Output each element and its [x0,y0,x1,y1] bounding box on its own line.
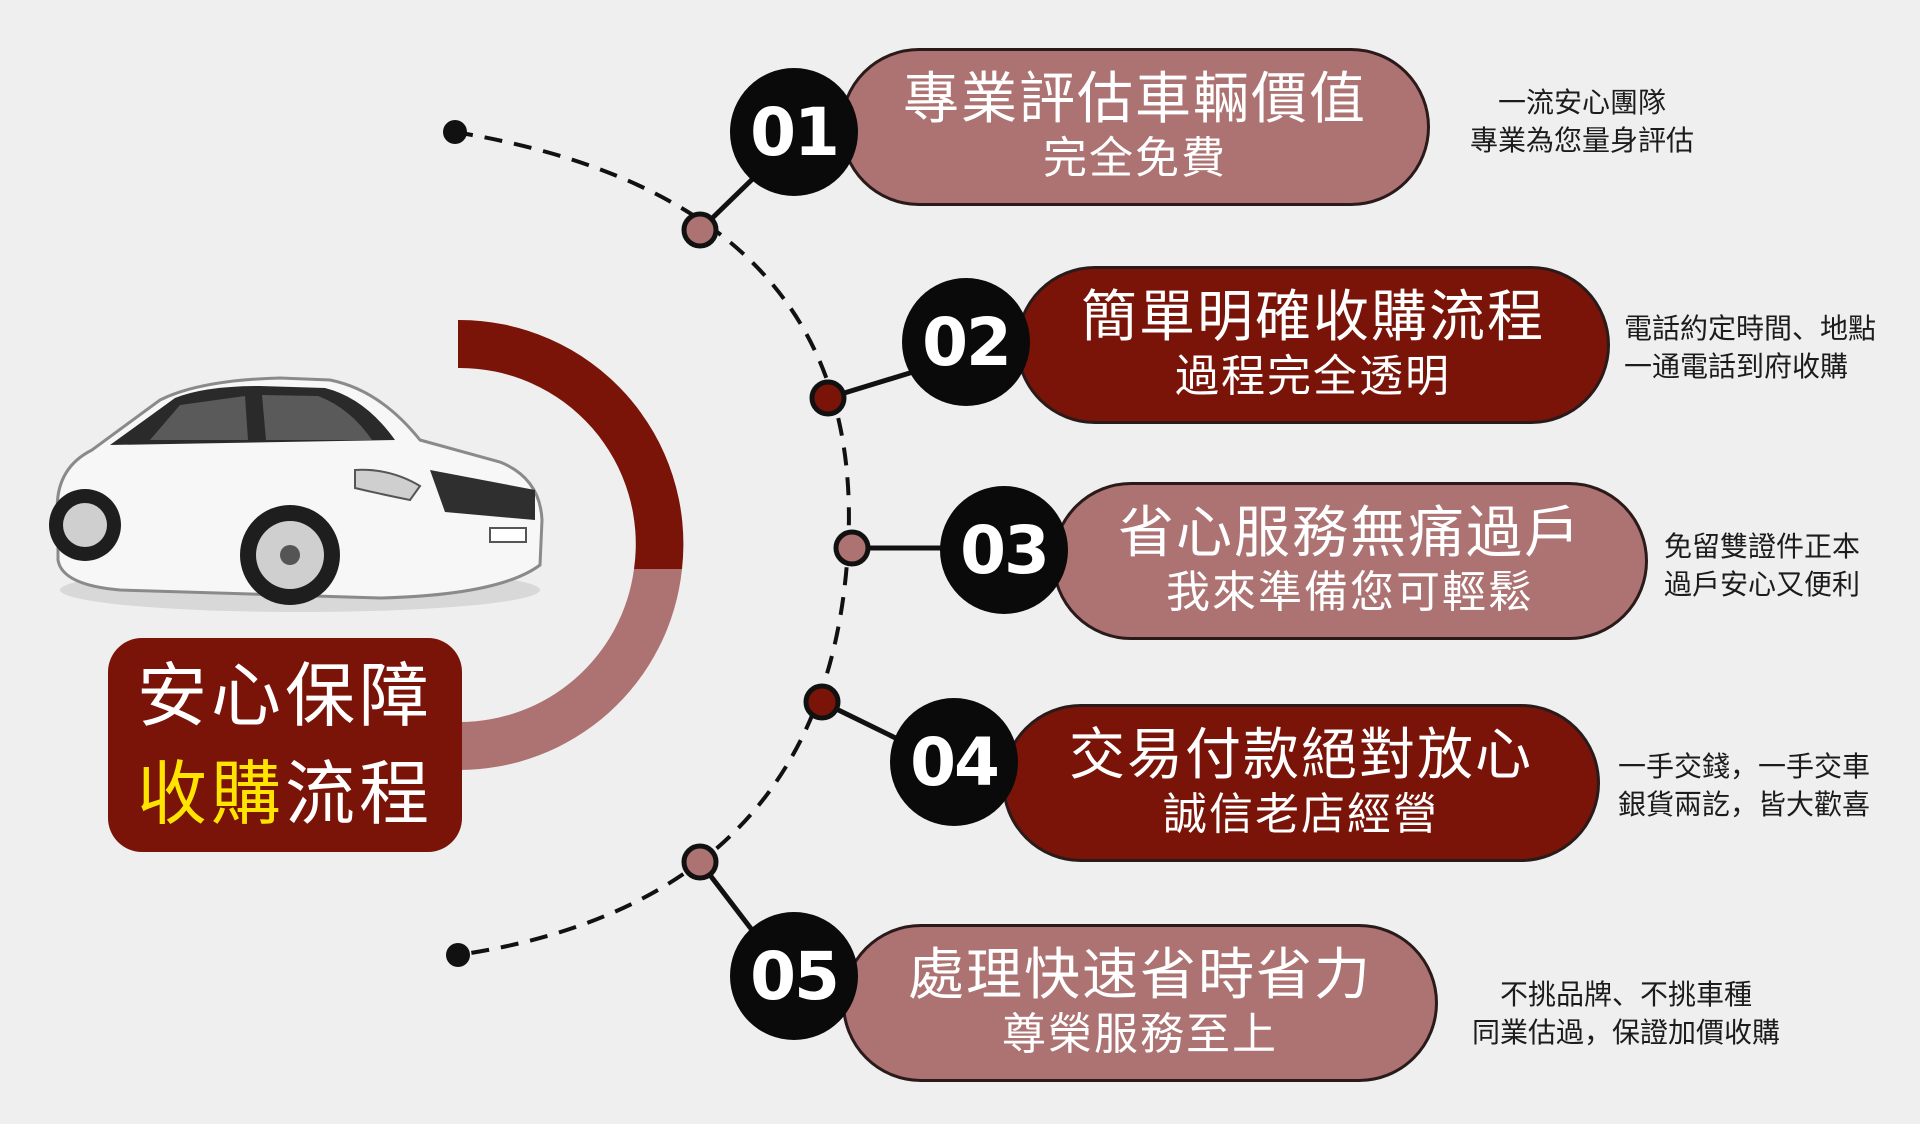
step-04-number: 04 [890,698,1018,826]
step-03-number: 03 [940,486,1068,614]
step-03-title: 省心服務無痛過戶 [1118,501,1582,566]
step-02-description: 電話約定時間、地點 一通電話到府收購 [1624,310,1876,386]
ring-dark-arc [458,319,684,569]
step-02-desc-line1: 電話約定時間、地點 [1624,312,1877,345]
step-03-desc-line1: 免留雙證件正本 [1664,530,1861,563]
badge-line-2: 收購流程 [137,745,433,843]
step-03-subtitle: 我來準備您可輕鬆 [1166,567,1534,618]
step-01-subtitle: 完全免費 [1043,133,1227,184]
step-01-desc-line2: 專業為您量身評估 [1470,124,1695,157]
step-01-description: 一流安心團隊 專業為您量身評估 [1470,84,1694,160]
step-02-title: 簡單明確收購流程 [1081,285,1545,350]
step-02-number: 02 [902,278,1030,406]
step-05-subtitle: 尊榮服務至上 [1002,1009,1278,1060]
step-01-title: 專業評估車輛價值 [903,67,1367,132]
step-05-desc-line2: 同業估過，保證加價收購 [1472,1016,1781,1049]
arc-dot-04 [803,683,841,721]
title-badge: 安心保障 收購流程 [108,638,462,852]
step-05-desc-line1: 不挑品牌、不挑車種 [1500,978,1753,1011]
step-04-pill: 交易付款絕對放心 誠信老店經營 [1002,704,1600,862]
arc-dot-02 [809,379,847,417]
step-03-pill: 省心服務無痛過戶 我來準備您可輕鬆 [1052,482,1648,640]
arc-dot-01 [681,211,719,249]
badge-line-1: 安心保障 [137,655,433,737]
step-02-desc-line2: 一通電話到府收購 [1624,350,1849,383]
badge-highlight: 收購 [137,753,285,835]
badge-rest: 流程 [285,753,433,835]
arc-dot-03 [833,529,871,567]
step-03-description: 免留雙證件正本 過戶安心又便利 [1664,528,1860,604]
step-01-number: 01 [730,68,858,196]
step-05-number: 05 [730,912,858,1040]
step-02-subtitle: 過程完全透明 [1175,351,1451,402]
step-04-subtitle: 誠信老店經營 [1163,789,1439,840]
arc-endpoint-top [443,120,467,144]
step-04-desc-line1: 一手交錢，一手交車 [1618,750,1871,783]
car-image [49,376,544,612]
step-01-pill: 專業評估車輛價值 完全免費 [840,48,1430,206]
step-02-pill: 簡單明確收購流程 過程完全透明 [1016,266,1610,424]
step-04-description: 一手交錢，一手交車 銀貨兩訖，皆大歡喜 [1618,748,1870,824]
ring-light-arc [458,569,682,771]
arc-dot-05 [681,843,719,881]
step-04-desc-line2: 銀貨兩訖，皆大歡喜 [1618,788,1871,821]
step-01-desc-line1: 一流安心團隊 [1498,86,1667,119]
step-04-title: 交易付款絕對放心 [1069,723,1533,788]
step-05-description: 不挑品牌、不挑車種 同業估過，保證加價收購 [1472,976,1780,1052]
step-05-pill: 處理快速省時省力 尊榮服務至上 [842,924,1438,1082]
step-05-title: 處理快速省時省力 [908,943,1372,1008]
step-03-desc-line2: 過戶安心又便利 [1664,568,1861,601]
arc-endpoint-bottom [446,943,470,967]
